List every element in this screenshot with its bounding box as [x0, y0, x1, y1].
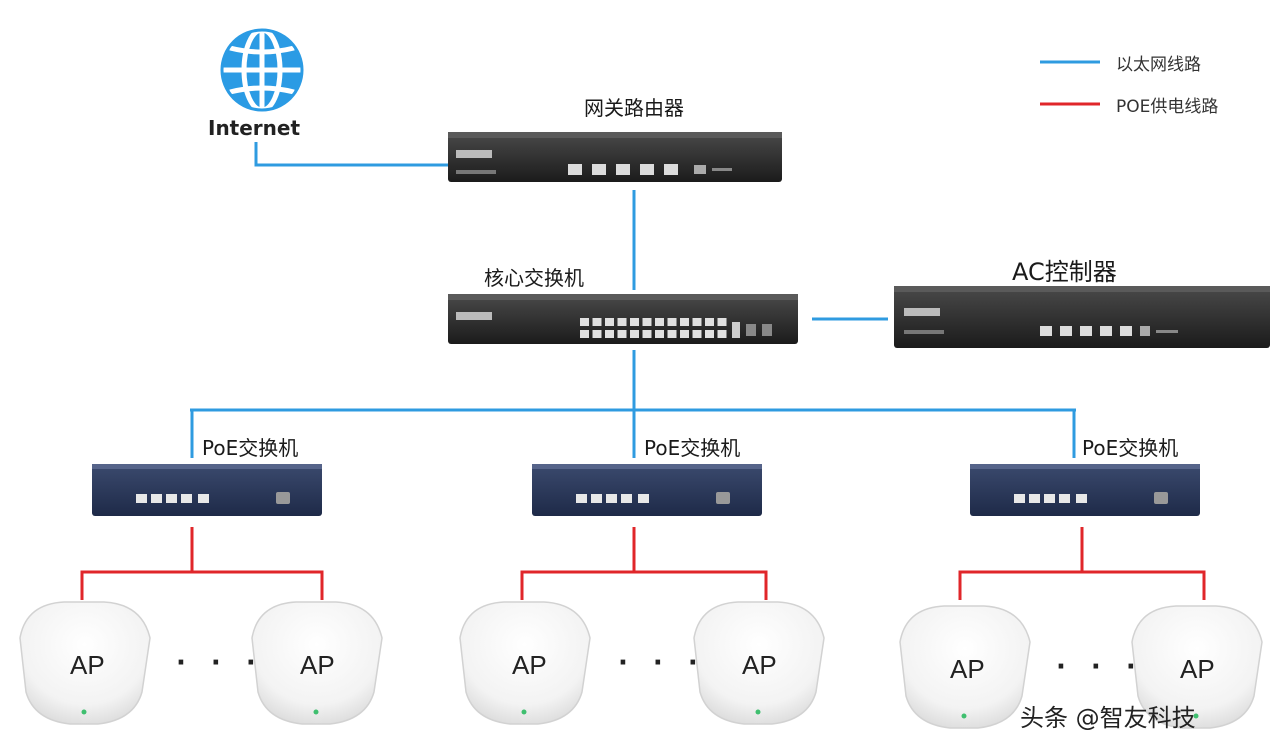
ellipsis: · · · [618, 648, 706, 678]
ap-label: AP [300, 650, 335, 680]
access-point-device [1131, 605, 1263, 729]
poe-links [80, 527, 1206, 600]
ap-label: AP [1180, 654, 1215, 684]
ac-controller-label: AC控制器 [1012, 258, 1117, 286]
globe-icon [220, 27, 304, 113]
internet-label: Internet [208, 116, 301, 140]
ellipsis: · · · [176, 648, 264, 678]
gateway-router-label: 网关路由器 [584, 96, 684, 120]
poe-switch-label: PoE交换机 [1082, 436, 1179, 460]
poe-switch-device [532, 464, 762, 516]
access-point-device [19, 601, 151, 725]
legend-ethernet-label: 以太网线路 [1116, 55, 1201, 75]
ap-label: AP [70, 650, 105, 680]
access-point-device [459, 601, 591, 725]
poe-switch-device [92, 464, 322, 516]
access-point-device [251, 601, 383, 725]
ac-controller-device [894, 286, 1270, 348]
access-point-device [693, 601, 825, 725]
ap-label: AP [742, 650, 777, 680]
watermark-text: 头条 @智友科技 [1020, 704, 1196, 732]
ellipsis: · · · [1056, 652, 1144, 682]
core-switch-device [448, 294, 798, 344]
gateway-router-device [448, 132, 782, 182]
legend-poe-label: POE供电线路 [1116, 97, 1219, 117]
poe-switch-label: PoE交换机 [202, 436, 299, 460]
poe-switch-device [970, 464, 1200, 516]
poe-switch-label: PoE交换机 [644, 436, 741, 460]
core-switch-label: 核心交换机 [484, 266, 584, 290]
ap-label: AP [512, 650, 547, 680]
ap-label: AP [950, 654, 985, 684]
access-point-device [899, 605, 1031, 729]
ethernet-links [190, 142, 1076, 458]
